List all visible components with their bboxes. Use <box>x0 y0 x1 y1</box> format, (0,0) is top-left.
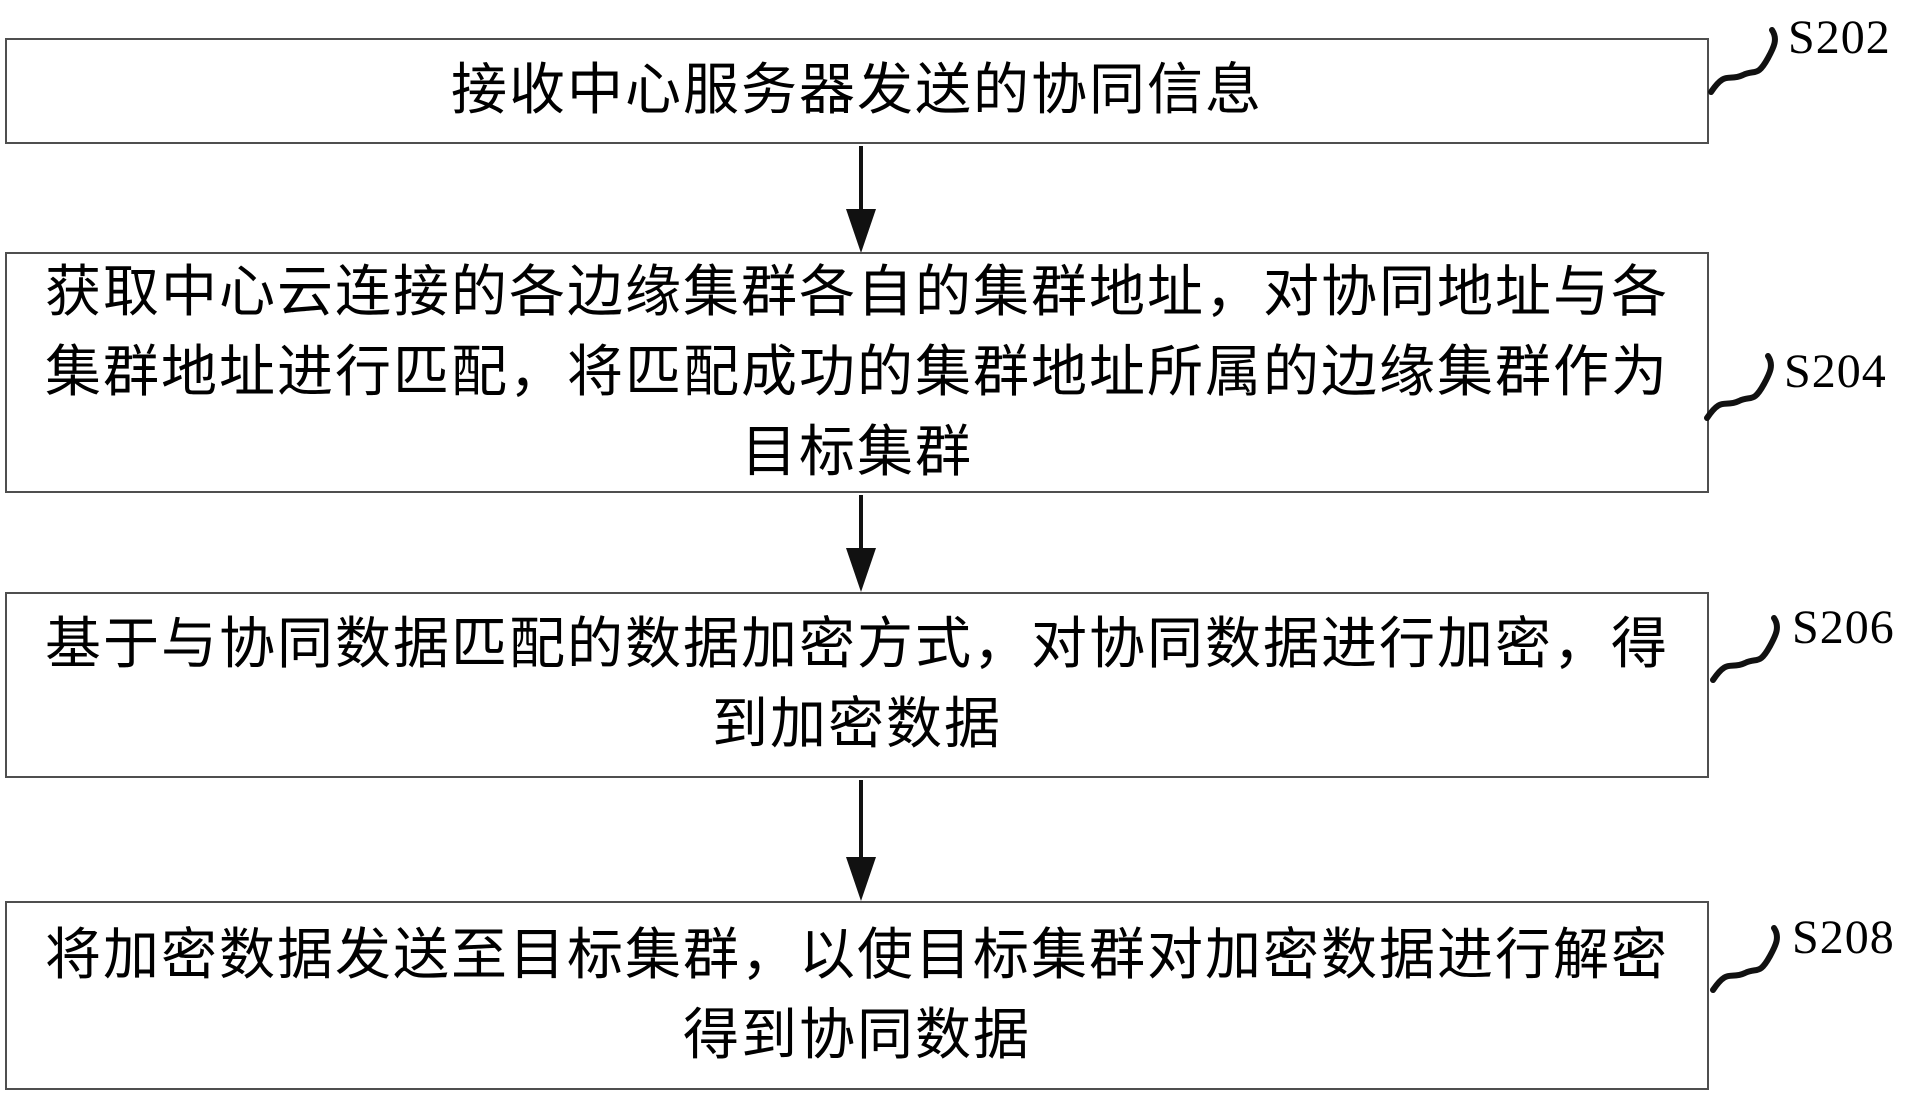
flow-arrow-3-line <box>859 780 863 860</box>
step-label-s204: S204 <box>1784 345 1887 398</box>
process-text-line: 获取中心云连接的各边缘集群各自的集群地址，对协同地址与各 <box>45 261 1669 324</box>
process-text-line: 到加密数据 <box>712 694 1002 756</box>
process-text-line: 目标集群 <box>741 421 973 484</box>
squiggle-connector-s202 <box>1708 27 1778 95</box>
process-text-line: 得到协同数据 <box>683 1004 1031 1067</box>
step-label-s202: S202 <box>1788 11 1891 64</box>
flow-arrow-1-head <box>846 209 876 253</box>
flow-arrow-3-head <box>846 857 876 901</box>
squiggle-connector-s206 <box>1710 615 1780 683</box>
flow-arrow-1-line <box>859 146 863 214</box>
process-box-s204: 获取中心云连接的各边缘集群各自的集群地址，对协同地址与各 集群地址进行匹配，将匹… <box>5 252 1709 493</box>
process-text-line: 基于与协同数据匹配的数据加密方式，对协同数据进行加密，得 <box>45 614 1669 676</box>
squiggle-connector-s204 <box>1704 353 1774 421</box>
process-box-s206: 基于与协同数据匹配的数据加密方式，对协同数据进行加密，得 到加密数据 <box>5 592 1709 778</box>
process-text-line: 将加密数据发送至目标集群，以使目标集群对加密数据进行解密 <box>45 924 1669 987</box>
squiggle-connector-s208 <box>1710 925 1780 993</box>
step-label-s206: S206 <box>1792 601 1895 654</box>
flow-arrow-2-line <box>859 495 863 551</box>
process-text-line: 接收中心服务器发送的协同信息 <box>451 60 1263 122</box>
process-text-line: 集群地址进行匹配，将匹配成功的集群地址所属的边缘集群作为 <box>45 341 1669 404</box>
flow-arrow-2-head <box>846 548 876 592</box>
process-box-s202: 接收中心服务器发送的协同信息 <box>5 38 1709 144</box>
step-label-s208: S208 <box>1792 911 1895 964</box>
process-box-s208: 将加密数据发送至目标集群，以使目标集群对加密数据进行解密 得到协同数据 <box>5 901 1709 1090</box>
